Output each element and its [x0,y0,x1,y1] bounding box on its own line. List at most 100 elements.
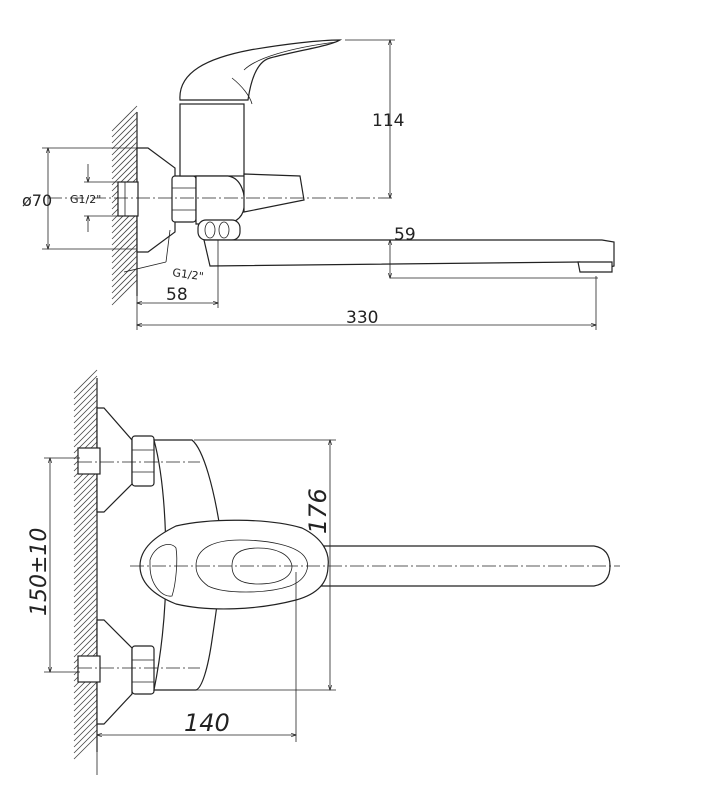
hatch-line [111,225,138,252]
hatch-line [73,735,98,760]
hatch-line [73,423,98,448]
lower-hex-nut [131,645,155,695]
diameter-label: ø70 [22,191,52,210]
hex-nut [171,175,197,223]
hatch-line [73,615,98,640]
hatch-line [73,555,98,580]
hatch-line [73,711,98,736]
hatch-line [73,381,98,406]
hatch-line [73,723,98,748]
dimension-diameter-70: ø70 [22,148,137,249]
hatch-line [73,483,98,508]
hatch-line [73,585,98,610]
center-distance-label: 150±10 [27,528,52,616]
mixer-body-lower [195,175,246,225]
hatch-line [73,579,98,604]
hatch-line [73,549,98,574]
outlet-spigot [243,173,305,213]
hatch-line [111,267,138,294]
hatch-line [111,219,138,246]
hatch-line [73,633,98,658]
hatch-line [73,495,98,520]
hatch-line [111,273,138,300]
dimension-58: 58 [137,240,218,308]
upper-hex-nut [131,435,155,487]
hatch-line [73,477,98,502]
dimension-114: 114 [345,40,404,198]
hatch-line [73,525,98,550]
hatch-line [73,627,98,652]
height-label: 114 [372,111,404,131]
hatch-line [111,147,138,174]
hatch-line [73,537,98,562]
aerator [577,261,613,273]
side-view: 114 ø70 G1/2" G1/2" 59 [22,39,615,330]
hatch-line [111,153,138,180]
thread-label-top: G1/2" [70,193,101,206]
faucet-body [179,103,245,177]
hatch-line [73,561,98,586]
hatch-line [111,279,138,306]
hatch-line [111,129,138,156]
spout-offset-label: 59 [394,225,416,245]
hatch-line [73,591,98,616]
hatch-line [73,471,98,496]
hatch-line [111,117,138,144]
hatch-line [73,687,98,712]
hatch-line [111,249,138,276]
hatch-line [73,417,98,442]
hatch-line [111,237,138,264]
hatch-line [73,411,98,436]
hatch-line [73,405,98,430]
hatch-line [73,621,98,646]
hatch-line [73,375,98,400]
hatch-line [73,705,98,730]
hatch-line [73,729,98,754]
dimension-150: 150±10 [27,458,80,672]
dimension-thread-bottom: G1/2" [123,229,204,283]
inlet-pipe [117,181,139,217]
hatch-line [111,255,138,282]
lower-inlet [77,655,101,683]
hatch-line [111,243,138,270]
lever-top [139,519,329,610]
hatch-line [73,531,98,556]
lower-flange [96,619,133,725]
wall-section-top [73,369,98,760]
hatch-line [111,135,138,162]
hatch-line [111,213,138,240]
hatch-line [111,141,138,168]
hatch-line [73,573,98,598]
hatch-line [111,123,138,150]
depth-label: 58 [166,285,188,305]
hatch-line [73,681,98,706]
hatch-line [73,543,98,568]
hatch-line [73,387,98,412]
hatch-line [73,693,98,718]
upper-inlet [77,447,101,475]
dimension-330: 330 [137,276,596,330]
dimension-140: 140 [97,572,296,775]
hatch-line [73,489,98,514]
dimension-176: 176 [194,440,336,690]
hatch-line [73,513,98,538]
projection-label: 140 [184,709,230,737]
hatch-line [111,261,138,288]
top-view: 176 150±10 140 [27,369,620,775]
body-width-label: 176 [304,488,332,534]
upper-flange [96,407,133,513]
hatch-line [73,699,98,724]
dimension-thread-top: G1/2" [70,164,118,232]
hatch-line [73,399,98,424]
length-label: 330 [346,308,378,328]
hatch-line [73,609,98,634]
hatch-line [111,105,138,132]
hatch-line [73,567,98,592]
hatch-line [111,159,138,186]
dimension-59: 59 [244,225,598,278]
hatch-line [73,501,98,526]
hatch-line [73,519,98,544]
hatch-line [73,507,98,532]
hatch-line [111,165,138,192]
